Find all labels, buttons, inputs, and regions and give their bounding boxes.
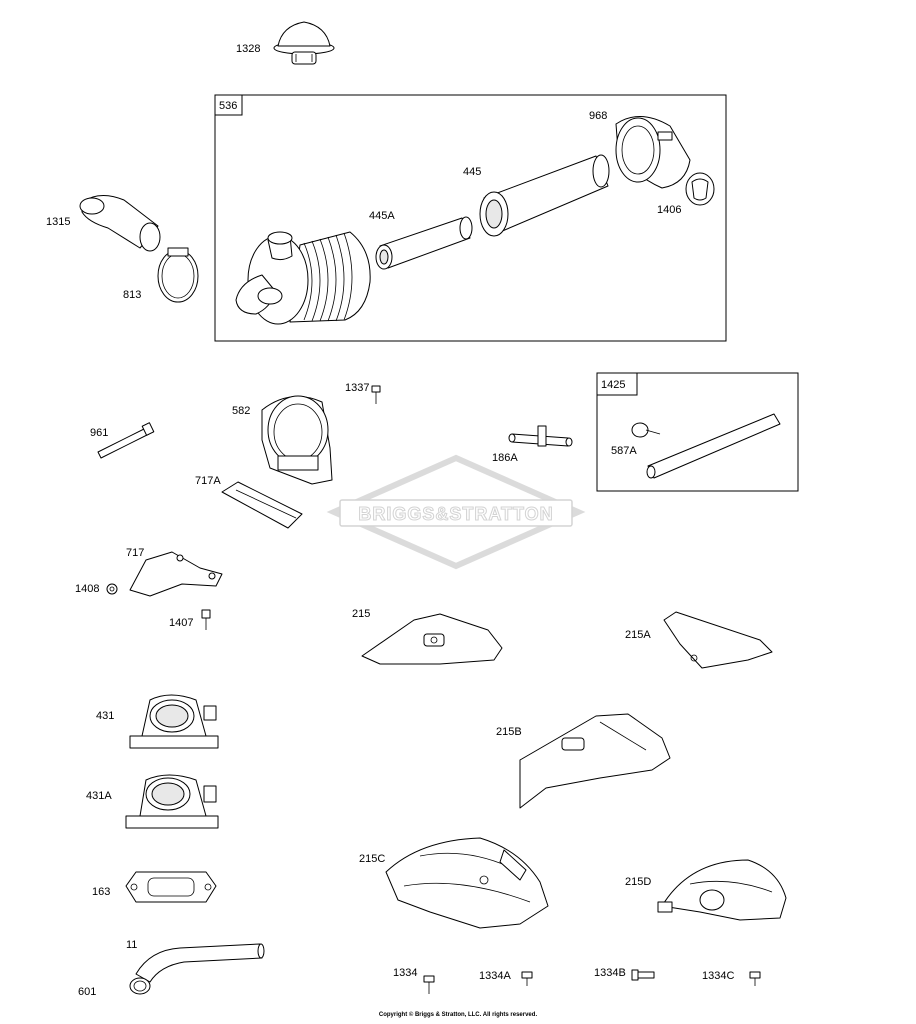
part-215A-heat-shield <box>663 611 773 669</box>
label-813: 813 <box>123 289 141 301</box>
box-label-1425: 1425 <box>601 379 625 391</box>
label-601: 601 <box>78 986 96 998</box>
label-587A: 587A <box>611 445 637 457</box>
part-215C-shroud <box>385 837 549 929</box>
copyright-notice: Copyright © Briggs & Stratton, LLC. All … <box>378 1012 538 1018</box>
label-1407: 1407 <box>169 617 193 629</box>
label-1315: 1315 <box>46 216 70 228</box>
part-717-bracket <box>129 551 223 597</box>
part-1334B-bolt <box>631 969 655 981</box>
assembly-box-536 <box>214 94 727 342</box>
part-1407-stud <box>201 609 211 630</box>
label-215D: 215D <box>625 876 651 888</box>
part-215D-shroud <box>657 859 787 921</box>
part-1408-nut <box>106 583 118 595</box>
label-1334: 1334 <box>393 967 417 979</box>
label-968: 968 <box>589 110 607 122</box>
label-445A: 445A <box>369 210 395 222</box>
label-11: 11 <box>126 939 137 951</box>
label-1406: 1406 <box>657 204 681 216</box>
label-1334B: 1334B <box>594 967 626 979</box>
part-961-long-bolt <box>97 422 155 459</box>
label-215B: 215B <box>496 726 522 738</box>
part-717A-bracket <box>221 481 303 529</box>
part-1328-rain-cap <box>273 21 335 65</box>
part-536-air-cleaner-body <box>235 231 371 325</box>
label-1408: 1408 <box>75 583 99 595</box>
label-445: 445 <box>463 166 481 178</box>
label-431A: 431A <box>86 790 112 802</box>
part-186A-tube <box>508 425 573 447</box>
part-968-cover <box>615 116 691 189</box>
part-1425-tube <box>646 413 781 479</box>
part-445-outer-filter <box>479 154 610 237</box>
part-813-hose-clamp <box>157 247 199 303</box>
part-163-gasket <box>125 871 217 903</box>
part-11-hose <box>135 943 265 983</box>
watermark-text: BRIGGS&STRATTON <box>358 504 553 524</box>
label-1334C: 1334C <box>702 970 734 982</box>
label-1328: 1328 <box>236 43 260 55</box>
label-582: 582 <box>232 405 250 417</box>
assembly-box-536-tag <box>214 94 243 116</box>
part-587A-clamp <box>631 422 661 438</box>
part-445A-inner-filter <box>375 216 473 270</box>
label-163: 163 <box>92 886 110 898</box>
label-1334A: 1334A <box>479 970 511 982</box>
part-215B-heat-shield <box>519 713 671 809</box>
label-186A: 186A <box>492 452 518 464</box>
label-961: 961 <box>90 427 108 439</box>
assembly-box-1425 <box>596 372 799 492</box>
part-1334C-screw <box>749 971 761 986</box>
part-1406-vacuator-valve <box>685 172 715 206</box>
label-1337: 1337 <box>345 382 369 394</box>
part-215-heat-shield <box>361 613 503 665</box>
label-717: 717 <box>126 547 144 559</box>
part-582-mounting-band <box>261 395 333 485</box>
part-1337-screw <box>371 385 381 404</box>
label-215A: 215A <box>625 629 651 641</box>
box-label-536: 536 <box>219 100 237 112</box>
label-717A: 717A <box>195 475 221 487</box>
part-1315-elbow-hose <box>79 195 161 252</box>
part-431-throttle-body <box>129 694 219 749</box>
label-215C: 215C <box>359 853 385 865</box>
label-215: 215 <box>352 608 370 620</box>
part-1334-screw <box>423 975 435 994</box>
part-601-hose-clamp <box>129 977 151 995</box>
assembly-box-1425-tag <box>596 372 638 396</box>
label-431: 431 <box>96 710 114 722</box>
part-1334A-screw <box>521 971 533 986</box>
brand-watermark: BRIGGS&STRATTON <box>326 454 586 570</box>
part-431A-throttle-body <box>125 774 219 829</box>
